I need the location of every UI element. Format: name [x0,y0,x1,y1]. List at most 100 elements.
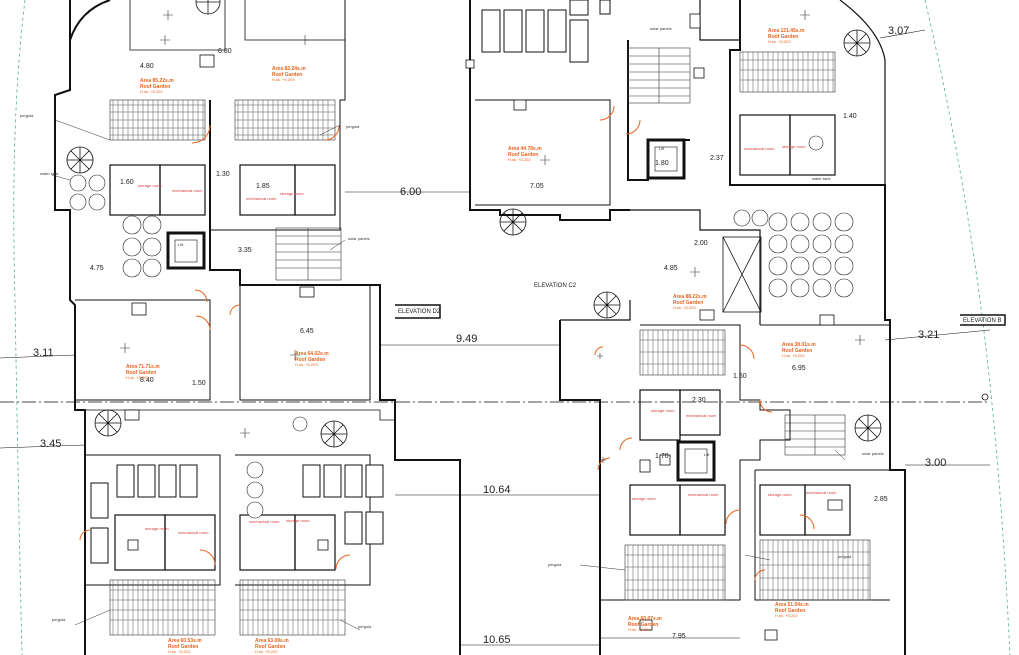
room-notes: storage room mechanical room mechanical … [20,26,884,629]
room-note: pergola [52,617,66,622]
dim-label: 2.85 [874,496,888,503]
dim-label: 6.80 [218,48,232,55]
svg-text:H.sk. +5.203: H.sk. +5.203 [768,39,791,44]
svg-text:Area 121.45s.m: Area 121.45s.m [768,28,805,34]
svg-text:Area 51.04s.m: Area 51.04s.m [775,602,809,608]
dim-label: 1.70 [655,453,669,460]
elevation-label: ELEVATION D2 [398,309,441,315]
dim-label: 1.30 [216,171,230,178]
room-note: mechanical room [686,413,717,418]
garden-label: Area 64.02s.m Roof Garden H.sk. +5.203 [295,351,329,367]
dim-label: 7.05 [530,183,544,190]
dim-label: 10.64 [483,484,511,496]
room-note: storage room [145,526,169,531]
room-note: mechanical room [744,146,775,151]
garden-label: Area 60.53s.m Roof Garden H.sk. +5.201 [168,638,202,654]
svg-text:Area 44.78s.m: Area 44.78s.m [508,146,542,152]
dim-label: 1.80 [655,160,669,167]
svg-text:Roof Garden: Roof Garden [140,84,170,90]
svg-text:H.sk. +5.202: H.sk. +5.202 [508,157,531,162]
dimension-lines [0,29,991,646]
dim-label: 2.30 [692,397,706,404]
elevation-label: ELEVATION C2 [534,283,577,289]
roof-garden-labels: Area 85.22s.m Roof Garden H.sk. +5.202 A… [126,28,816,654]
dim-label: 1.50 [192,380,206,387]
svg-text:H.sk. +5.202: H.sk. +5.202 [782,353,805,358]
svg-text:Area 63.09s.m: Area 63.09s.m [255,638,289,644]
dim-label: 2.00 [694,240,708,247]
plot-boundary [13,0,1011,655]
svg-text:Roof Garden: Roof Garden [628,622,658,628]
dim-label: 4.85 [664,265,678,272]
svg-text:Area 88.22s.m: Area 88.22s.m [673,294,707,300]
elevation-label: ELEVATION B [963,318,1001,324]
svg-text:Roof Garden: Roof Garden [768,34,798,40]
dim-label: 6.00 [400,186,421,198]
room-note: storage room [280,191,304,196]
dim-label: 3.11 [33,347,54,359]
dim-label: 3.21 [918,329,939,341]
svg-text:H.sk. +5.203: H.sk. +5.203 [272,77,295,82]
room-note: Lift [659,146,665,151]
room-note: mechanical room [246,196,277,201]
room-note: pergola [358,624,372,629]
svg-text:H.sk. +5.202: H.sk. +5.202 [775,613,798,618]
dim-label: 8.40 [140,377,154,384]
room-note: water tank [812,176,830,181]
svg-text:Roof Garden: Roof Garden [782,348,812,354]
dim-label: 1.60 [120,179,134,186]
svg-text:Area 38.01s.m: Area 38.01s.m [782,342,816,348]
room-note: Lift [178,242,184,247]
svg-text:Area 85.22s.m: Area 85.22s.m [140,78,174,84]
dim-label: 10.65 [483,634,511,646]
svg-text:Roof Garden: Roof Garden [775,608,805,614]
elevation-markers: ELEVATION D2 ELEVATION C2 ELEVATION B [398,283,1001,324]
svg-text:H.sk. +5.201: H.sk. +5.201 [628,627,651,632]
room-note: pergola [838,554,852,559]
room-note: mechanical room [806,490,837,495]
room-note: water tank [40,171,58,176]
room-note: storage room [651,408,675,413]
svg-text:Roof Garden: Roof Garden [126,370,156,376]
dim-label: 4.80 [140,63,154,70]
dim-label: 3.07 [888,25,909,37]
svg-text:H.sk. +5.203: H.sk. +5.203 [673,305,696,310]
garden-label: Area 44.78s.m Roof Garden H.sk. +5.202 [508,146,542,162]
room-note: mechanical room [249,519,280,524]
svg-text:Area 71.71s.m: Area 71.71s.m [126,364,160,370]
dim-label: 1.85 [256,183,270,190]
room-note: storage room [782,144,806,149]
garden-label: Area 121.45s.m Roof Garden H.sk. +5.203 [768,28,805,44]
svg-text:Roof Garden: Roof Garden [508,152,538,158]
dim-label: 3.00 [925,457,946,469]
svg-text:H.sk. +5.201: H.sk. +5.201 [168,649,191,654]
dim-label: 2.37 [710,155,724,162]
room-note: solar panels [650,26,672,31]
garden-label: Area 38.01s.m Roof Garden H.sk. +5.202 [782,342,816,358]
room-note: solar panels [862,451,884,456]
dim-label: 6.45 [300,328,314,335]
dim-label: 3.35 [238,247,252,254]
garden-label: Area 88.22s.m Roof Garden H.sk. +5.203 [673,294,707,310]
svg-text:Area 60.53s.m: Area 60.53s.m [168,638,202,644]
dim-label: 4.75 [90,265,104,272]
svg-text:Area 82.24s.m: Area 82.24s.m [272,66,306,72]
svg-text:H.sk. +5.203: H.sk. +5.203 [295,362,318,367]
svg-text:H.sk. +5.202: H.sk. +5.202 [140,89,163,94]
right-building [579,0,1006,655]
garden-label: Area 82.24s.m Roof Garden H.sk. +5.203 [272,66,306,82]
dimension-labels: 3.07 3.11 3.45 3.21 3.00 6.00 9.49 10.64… [33,25,946,646]
svg-text:H.sk. +5.202: H.sk. +5.202 [255,649,278,654]
dim-label: 3.45 [40,438,61,450]
room-note: pergola [548,562,562,567]
room-note: solar panels [348,236,370,241]
svg-text:Area 64.02s.m: Area 64.02s.m [295,351,329,357]
svg-text:Roof Garden: Roof Garden [168,644,198,650]
garden-label: Area 63.09s.m Roof Garden H.sk. +5.202 [255,638,289,654]
garden-label: Area 60.07s.m Roof Garden H.sk. +5.201 [628,616,662,632]
room-note: mechanical room [172,188,203,193]
garden-label: Area 85.22s.m Roof Garden H.sk. +5.202 [140,78,174,94]
middle-building [465,0,631,655]
room-note: storage room [138,183,162,188]
dim-label: 9.49 [456,333,477,345]
